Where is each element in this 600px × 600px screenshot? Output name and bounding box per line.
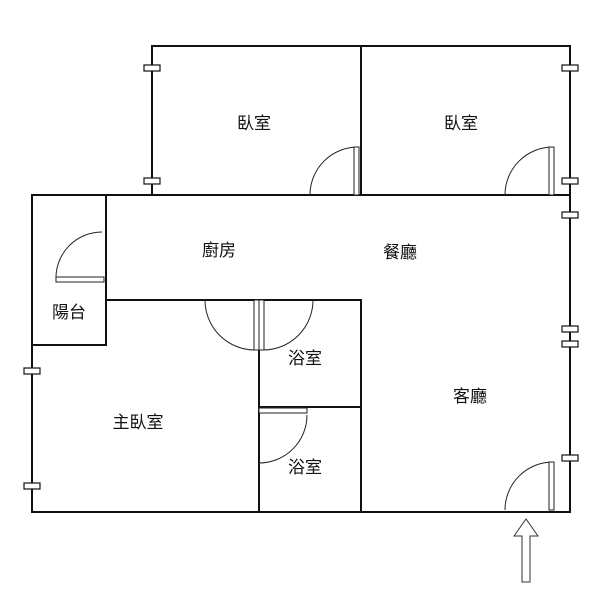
- door-bedroom-2: [504, 146, 555, 196]
- walls: [31, 45, 571, 513]
- label-bathroom-2: 浴室: [288, 458, 322, 478]
- door-balcony: [55, 231, 105, 283]
- door-master-bedroom: [204, 299, 260, 351]
- label-bathroom-1: 浴室: [288, 349, 322, 369]
- window: [561, 325, 579, 333]
- label-bedroom-1: 臥室: [237, 114, 271, 134]
- window: [561, 454, 579, 462]
- window: [23, 482, 41, 490]
- label-bedroom-2: 臥室: [444, 114, 478, 134]
- door-entrance: [504, 461, 555, 511]
- window: [561, 64, 579, 72]
- entrance-arrow-icon: [513, 518, 539, 583]
- window: [561, 211, 579, 219]
- window: [143, 177, 161, 185]
- label-balcony: 陽台: [52, 303, 86, 323]
- door-bathroom-2: [258, 407, 308, 464]
- door-bathroom-1: [258, 299, 314, 351]
- window: [561, 177, 579, 185]
- door-bedroom-1: [309, 146, 360, 196]
- doors: [55, 146, 555, 511]
- window: [23, 367, 41, 375]
- label-master-bedroom: 主臥室: [113, 413, 164, 433]
- windows: [23, 64, 579, 490]
- label-dining: 餐廳: [383, 243, 417, 263]
- room-labels: 臥室 臥室 廚房 餐廳 陽台 主臥室 浴室 浴室 客廳: [52, 114, 487, 478]
- label-living-room: 客廳: [453, 387, 487, 407]
- window: [143, 64, 161, 72]
- window: [561, 340, 579, 348]
- label-kitchen: 廚房: [202, 240, 236, 261]
